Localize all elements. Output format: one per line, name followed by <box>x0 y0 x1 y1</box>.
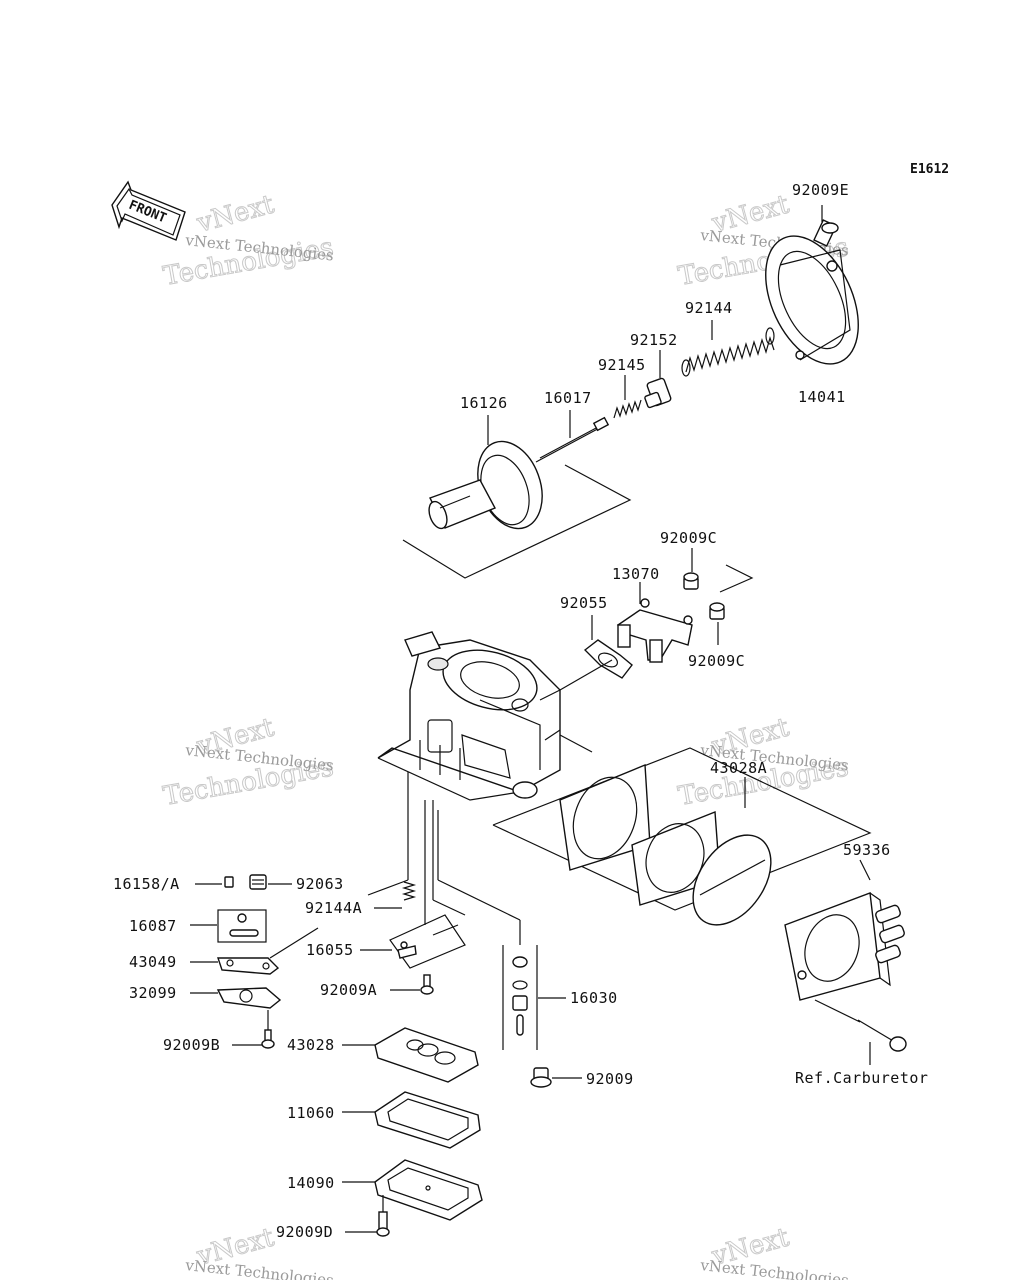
cover-14090 <box>374 1159 483 1221</box>
fitting-92152 <box>644 377 672 409</box>
screw-92009d <box>376 1211 390 1237</box>
label-92063: 92063 <box>296 875 344 893</box>
label-92009: 92009 <box>586 1070 634 1088</box>
screw-92009 <box>530 1067 552 1088</box>
label-43028a: 43028A <box>710 759 767 777</box>
diaphragm-16126 <box>428 440 543 530</box>
gasket-43049 <box>217 957 280 975</box>
screw-92009a <box>420 974 434 995</box>
label-16087: 16087 <box>129 917 177 935</box>
spring-92144a <box>401 881 417 901</box>
screw-92009c-top <box>683 572 699 590</box>
gasket-92055 <box>583 639 633 679</box>
svg-text:vNext: vNext <box>193 189 278 239</box>
label-92145: 92145 <box>598 356 646 374</box>
screw-92009c-bottom <box>709 602 725 620</box>
label-92055: 92055 <box>560 594 608 612</box>
watermark-mid-left: vNext Technologies vNext Technologies <box>161 712 337 812</box>
part-16030 <box>502 945 538 1050</box>
label-14090: 14090 <box>287 1174 335 1192</box>
label-32099: 32099 <box>129 984 177 1002</box>
spring-92144 <box>681 327 775 377</box>
label-43049: 43049 <box>129 953 177 971</box>
cover-14041 <box>765 235 859 365</box>
label-92009c-bottom: 92009C <box>688 652 745 670</box>
label-16126: 16126 <box>460 394 508 412</box>
needle-16017 <box>535 416 610 463</box>
part-16055 <box>389 914 466 969</box>
svg-text:vNext Technologies: vNext Technologies <box>699 1256 850 1280</box>
holder-13070 <box>616 598 693 663</box>
label-16055: 16055 <box>306 941 354 959</box>
part-16087 <box>217 909 267 943</box>
watermark-bottom-right: vNext vNext Technologies <box>699 1222 850 1285</box>
screw-92009e <box>813 219 839 247</box>
spring-92145 <box>613 399 642 419</box>
label-92009e: 92009E <box>792 181 849 199</box>
label-92152: 92152 <box>630 331 678 349</box>
label-16017: 16017 <box>544 389 592 407</box>
svg-text:vNext Technologies: vNext Technologies <box>184 1256 335 1280</box>
bolt-ref-carburetor <box>857 1019 907 1052</box>
front-arrow-icon: FRONT <box>111 180 186 241</box>
label-16158a: 16158/A <box>113 875 180 893</box>
plate-32099 <box>216 987 282 1009</box>
carburetor-body <box>377 631 561 801</box>
label-ref-carburetor: Ref.Carburetor <box>795 1069 928 1087</box>
label-92009d: 92009D <box>276 1223 333 1241</box>
label-92144a: 92144A <box>305 899 362 917</box>
watermark-top-left: vNext Technologies vNext Technologies <box>161 189 337 292</box>
jet-16158a <box>224 876 234 888</box>
label-43028: 43028 <box>287 1036 335 1054</box>
gasket-11060 <box>374 1091 481 1149</box>
screw-92009b <box>261 1029 275 1049</box>
gasket-43028a-set <box>559 763 772 926</box>
label-16030: 16030 <box>570 989 618 1007</box>
diagram-code: E1612 <box>910 162 949 177</box>
label-92009a: 92009A <box>320 981 377 999</box>
label-14041: 14041 <box>798 388 846 406</box>
label-13070: 13070 <box>612 565 660 583</box>
label-11060: 11060 <box>287 1104 335 1122</box>
label-92144: 92144 <box>685 299 733 317</box>
diaphragm-43028 <box>374 1027 479 1083</box>
label-92009b: 92009B <box>163 1036 220 1054</box>
label-92009c-top: 92009C <box>660 529 717 547</box>
plug-92063 <box>249 874 267 890</box>
label-59336: 59336 <box>843 841 891 859</box>
pump-59336 <box>784 892 905 1001</box>
